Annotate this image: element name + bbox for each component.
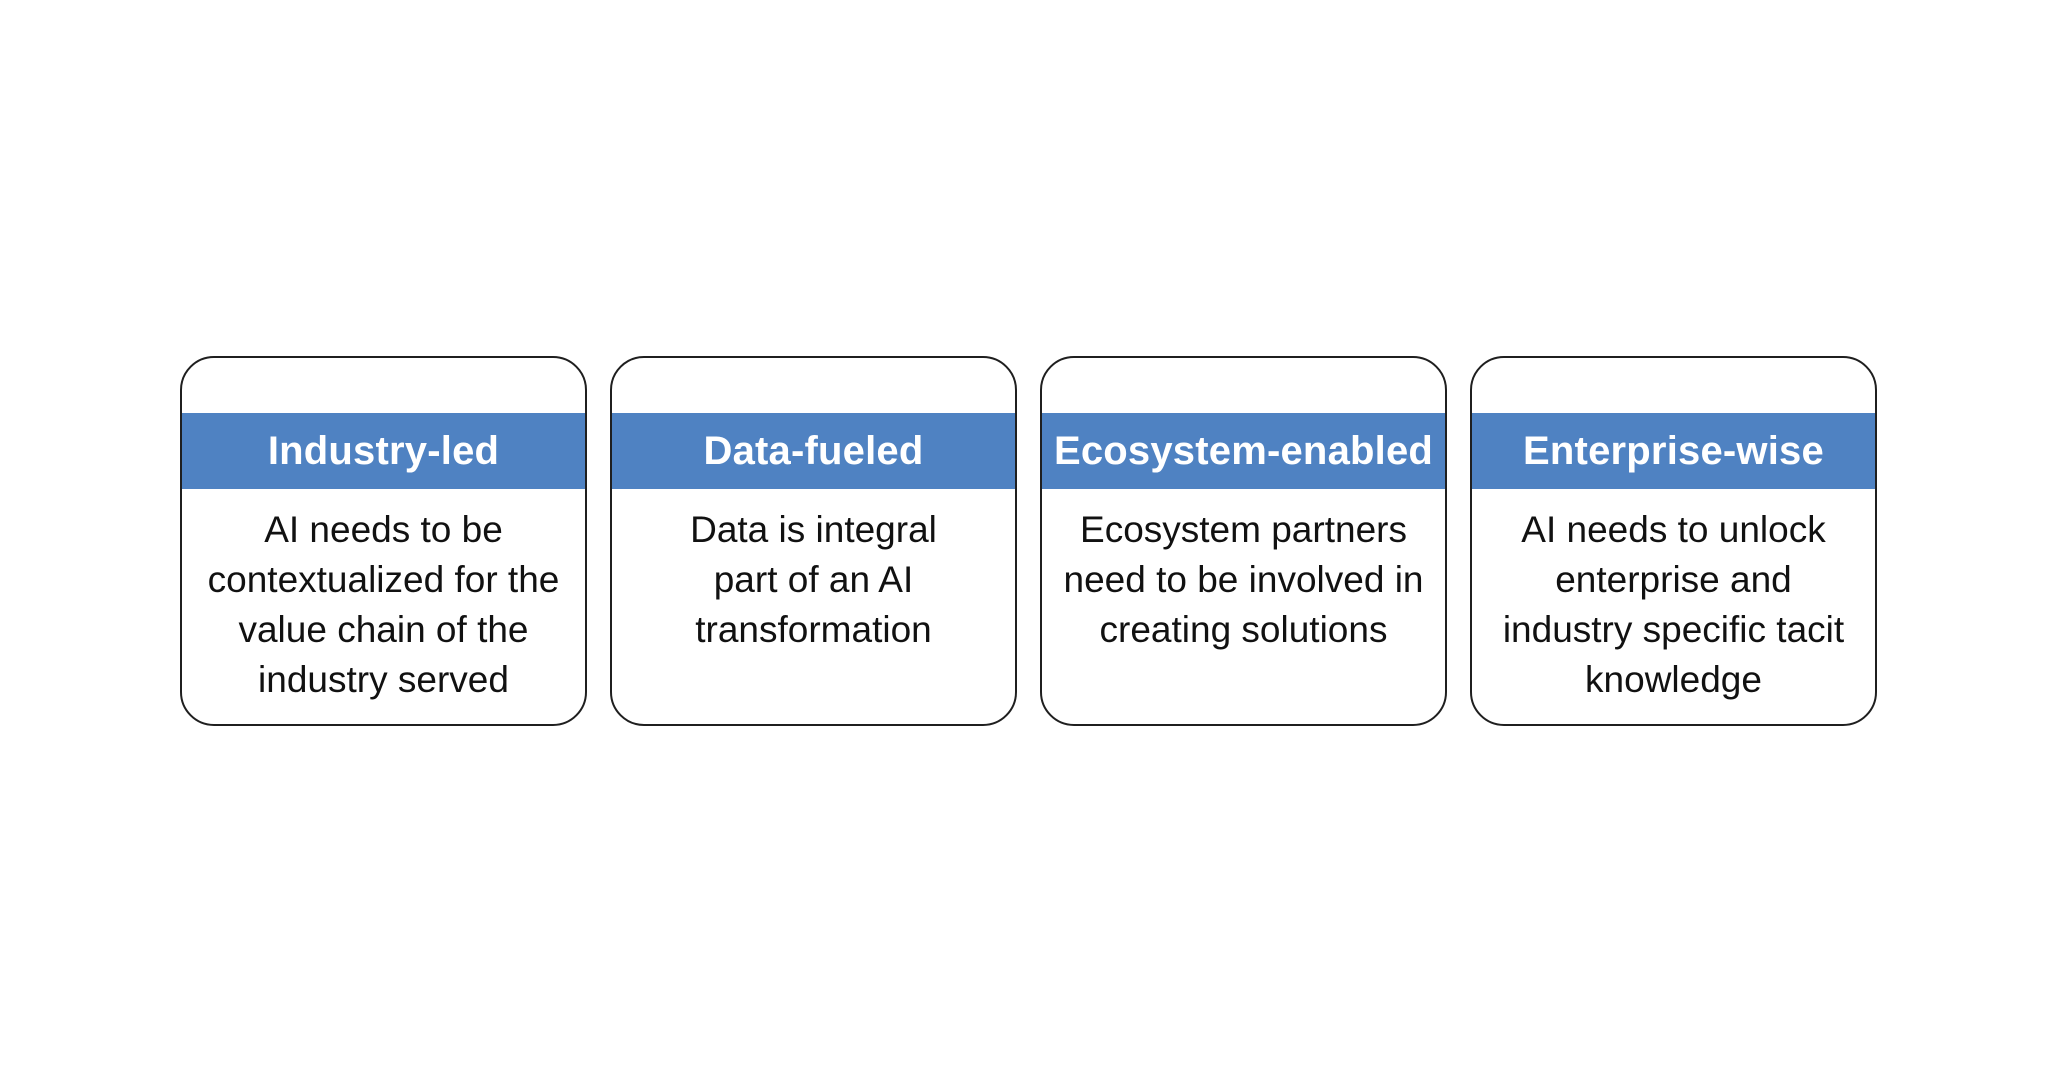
card-data-fueled: Data-fueled Data is integral part of an … xyxy=(610,356,1017,726)
card-description-line: transformation xyxy=(695,609,932,650)
card-description: AI needs to unlock enterprise and indust… xyxy=(1480,505,1867,705)
card-description: AI needs to be contextualized for the va… xyxy=(190,505,577,705)
card-description-line: knowledge xyxy=(1585,659,1762,700)
card-industry-led: Industry-led AI needs to be contextualiz… xyxy=(180,356,587,726)
card-description-line: AI needs to be xyxy=(264,509,503,550)
card-description-line: industry served xyxy=(258,659,509,700)
card-description-line: industry specific tacit xyxy=(1502,609,1845,650)
card-title: Enterprise-wise xyxy=(1472,413,1875,489)
card-title: Ecosystem-enabled xyxy=(1042,413,1445,489)
card-description-line: Ecosystem partners xyxy=(1080,509,1407,550)
card-description-line: need to be involved in xyxy=(1063,559,1424,600)
card-ecosystem-enabled: Ecosystem-enabled Ecosystem partners nee… xyxy=(1040,356,1447,726)
card-title: Data-fueled xyxy=(612,413,1015,489)
card-description: Ecosystem partners need to be involved i… xyxy=(1050,505,1437,655)
card-description: Data is integral part of an AI transform… xyxy=(620,505,1007,655)
card-description-line: enterprise and xyxy=(1555,559,1792,600)
principles-row: Industry-led AI needs to be contextualiz… xyxy=(180,356,1877,726)
card-description-line: value chain of the xyxy=(238,609,529,650)
card-description-line: part of an AI xyxy=(713,559,914,600)
card-description-line: AI needs to unlock xyxy=(1521,509,1826,550)
card-description-line: contextualized for the xyxy=(207,559,560,600)
card-description-line: Data is integral xyxy=(690,509,937,550)
card-description-line: creating solutions xyxy=(1099,609,1388,650)
card-title: Industry-led xyxy=(182,413,585,489)
card-enterprise-wise: Enterprise-wise AI needs to unlock enter… xyxy=(1470,356,1877,726)
